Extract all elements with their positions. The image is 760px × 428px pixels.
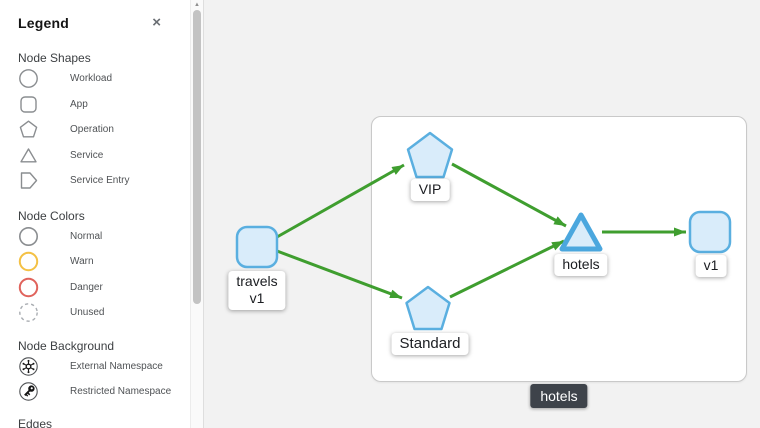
legend-item-service-entry: Service Entry <box>18 168 203 194</box>
legend-item-label: Restricted Namespace <box>70 386 172 398</box>
external-namespace-icon <box>18 356 39 377</box>
close-icon[interactable]: × <box>152 14 161 31</box>
node-v1-app[interactable] <box>688 210 732 254</box>
legend-item-normal: Normal <box>18 224 203 250</box>
legend-section-node-background: Node Background <box>18 338 115 353</box>
legend-item-external-namespace: External Namespace <box>18 354 203 380</box>
app-square-icon <box>18 94 39 115</box>
normal-circle-icon <box>18 226 39 247</box>
node-standard-operation[interactable] <box>405 285 451 331</box>
node-vip-operation[interactable] <box>406 131 454 179</box>
legend-scrollbar[interactable]: ▲ <box>190 0 203 428</box>
node-label-standard[interactable]: Standard <box>391 333 469 355</box>
legend-item-label: Warn <box>70 256 94 268</box>
edge-travels-to-vip[interactable] <box>276 163 405 239</box>
legend-item-service: Service <box>18 143 203 169</box>
namespace-badge-hotels[interactable]: hotels <box>530 384 588 408</box>
operation-pentagon-icon <box>18 119 39 140</box>
legend-item-unused: Unused <box>18 300 203 326</box>
legend-item-danger: Danger <box>18 275 203 301</box>
node-label-vip[interactable]: VIP <box>410 179 450 201</box>
legend-item-operation: Operation <box>18 117 203 143</box>
legend-item-label: Workload <box>70 73 113 85</box>
legend-section-node-shapes: Node Shapes <box>18 51 91 65</box>
legend-panel: Legend × Node Shapes Workload App Operat… <box>0 0 204 428</box>
edge-vip-to-hotels[interactable] <box>451 162 567 228</box>
node-label-line: travels <box>236 273 278 289</box>
legend-item-label: App <box>70 98 88 110</box>
legend-item-label: Unused <box>70 307 105 319</box>
legend-item-label: Operation <box>70 124 114 136</box>
legend-item-label: Danger <box>70 281 103 293</box>
restricted-namespace-icon <box>18 381 39 402</box>
legend-item-app: App <box>18 92 203 118</box>
legend-header: Legend × <box>18 14 203 32</box>
legend-section-node-colors: Node Colors <box>18 208 85 223</box>
scrollbar-thumb[interactable] <box>193 10 201 304</box>
unused-dashed-circle-icon <box>18 302 39 323</box>
legend-section-edges: Edges <box>18 416 53 428</box>
node-label-v1[interactable]: v1 <box>695 255 727 277</box>
danger-circle-icon <box>18 277 39 298</box>
node-travels-v1-app[interactable] <box>235 225 279 269</box>
service-triangle-icon <box>18 145 39 166</box>
node-hotels-service[interactable] <box>559 212 603 252</box>
edge-group <box>276 162 686 300</box>
edge-standard-to-hotels[interactable] <box>449 239 565 299</box>
node-label-travels-v1[interactable]: travels v1 <box>228 271 286 310</box>
legend-item-warn: Warn <box>18 249 203 275</box>
warn-circle-icon <box>18 251 39 272</box>
legend-item-label: Service Entry <box>70 175 130 187</box>
scrollbar-up-arrow-icon[interactable]: ▲ <box>194 2 200 8</box>
node-label-hotels[interactable]: hotels <box>554 254 608 276</box>
legend-item-label: Normal <box>70 230 103 242</box>
legend-item-restricted-namespace: Restricted Namespace <box>18 379 203 405</box>
edge-travels-to-standard[interactable] <box>276 249 403 300</box>
legend-item-label: External Namespace <box>70 360 163 372</box>
legend-item-label: Service <box>70 149 104 161</box>
legend-item-workload: Workload <box>18 66 203 92</box>
legend-title: Legend <box>18 15 69 31</box>
workload-circle-icon <box>18 68 39 89</box>
node-label-line: v1 <box>249 290 265 306</box>
service-entry-icon <box>18 170 39 191</box>
